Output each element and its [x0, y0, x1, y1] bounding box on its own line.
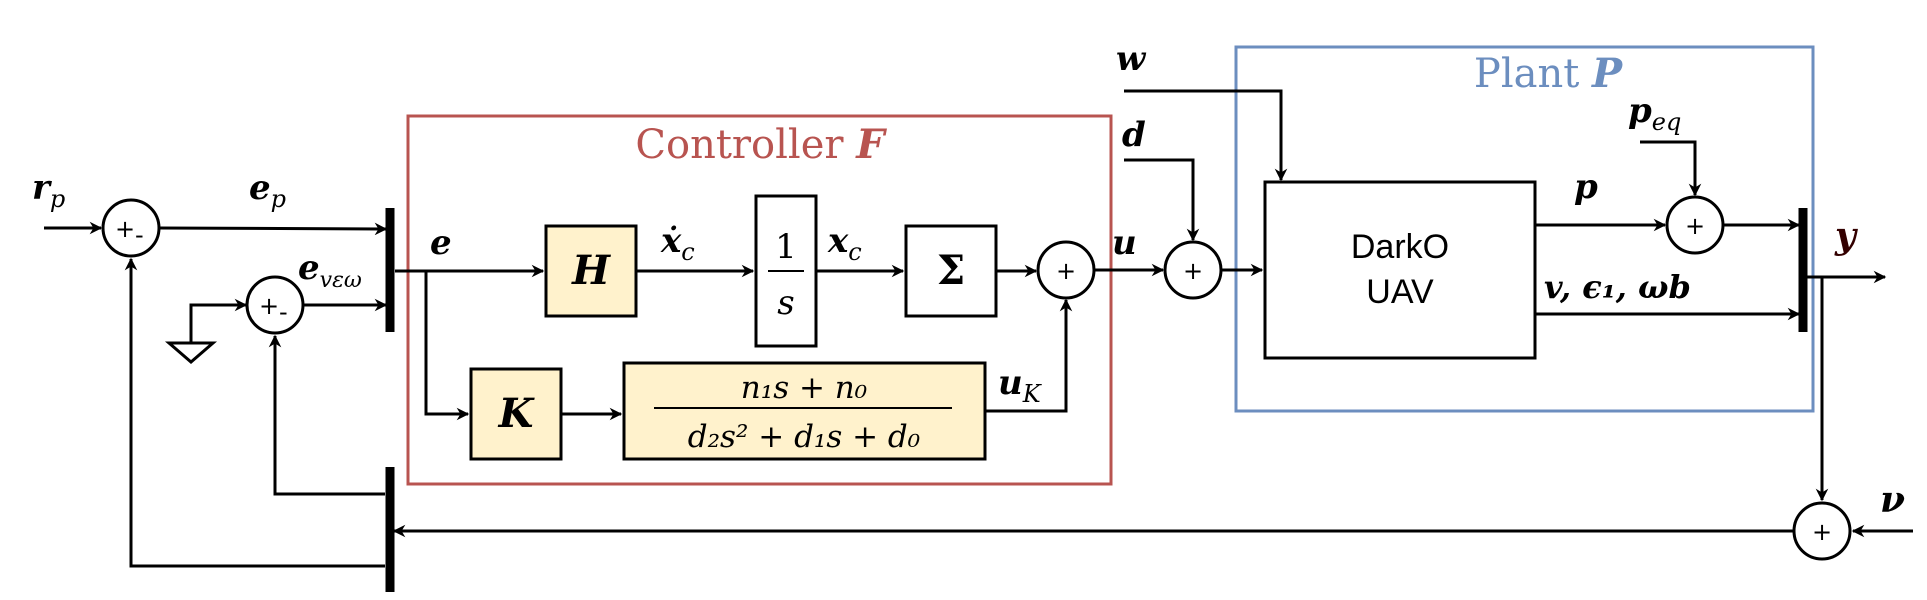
plant-frame: [1234, 45, 1815, 413]
uav-block-line1: DarkO: [1351, 228, 1449, 266]
sigma-block: [904, 224, 998, 318]
signal-label-w: w: [1116, 39, 1147, 79]
signal-label-d: d: [1122, 115, 1146, 155]
h-block-label: H: [571, 247, 611, 294]
signal-label-u: u: [1112, 223, 1137, 263]
signal-label-xdot-c: ẋc: [660, 221, 695, 266]
transfer-function-denominator: d₂s² + d₁s + d₀: [688, 419, 921, 455]
ground-icon: [164, 303, 246, 364]
sum-sign-plus: +: [1812, 518, 1832, 546]
sum-junction-equilibrium: +: [1665, 195, 1725, 255]
sum-junction-disturbance: +: [1163, 240, 1223, 300]
signal-label-y: y: [1834, 215, 1858, 257]
controller-title-text: Controller: [635, 122, 844, 168]
signal-wires: [44, 89, 1913, 568]
signal-label-e-p: ep: [249, 168, 286, 213]
controller-title: Controller F: [635, 121, 887, 168]
signal-label-nu: ν: [1880, 479, 1905, 521]
sum-junction-state-error: + -: [245, 275, 305, 335]
sum-sign-plus: +: [1056, 257, 1076, 285]
signal-label-e-state: evεω: [298, 248, 362, 293]
plant-title: Plant P: [1474, 50, 1624, 97]
transfer-function-numerator: n₁s + n₀: [741, 370, 868, 406]
sum-sign-plus: +: [259, 292, 279, 320]
signal-label-r-p: rp: [32, 168, 65, 213]
plant-title-text: Plant: [1474, 51, 1579, 97]
integrator-denominator: s: [777, 283, 794, 323]
controller-title-symbol: F: [855, 121, 887, 168]
sum-junction-noise: +: [1792, 501, 1852, 561]
controller-frame: [406, 114, 1113, 486]
sum-sign-minus: -: [279, 298, 288, 326]
signal-label-e: e: [430, 223, 452, 263]
k-block-label: K: [498, 390, 536, 437]
signal-label-x-c: xc: [827, 221, 862, 266]
sum-sign-plus: +: [1183, 257, 1203, 285]
h-block: [544, 224, 638, 318]
sum-sign-minus: -: [135, 221, 144, 249]
sigma-block-label: Σ: [937, 247, 965, 294]
transfer-function-block: [622, 361, 987, 461]
signal-label-p-eq: peq: [1628, 91, 1681, 136]
signal-label-states: v, ϵ₁, ωb: [1544, 268, 1691, 306]
signal-label-u-k: uK: [998, 363, 1043, 408]
sum-junction-position: + -: [101, 198, 161, 258]
sum-junction-controller: +: [1036, 240, 1096, 300]
uav-block-line2: UAV: [1366, 273, 1434, 311]
sum-sign-plus: +: [1685, 212, 1705, 240]
sum-sign-plus: +: [115, 215, 135, 243]
uav-block: [1263, 180, 1537, 360]
signal-label-p: p: [1574, 167, 1598, 207]
plant-title-symbol: P: [1591, 50, 1624, 97]
integrator-numerator: 1: [775, 227, 797, 267]
